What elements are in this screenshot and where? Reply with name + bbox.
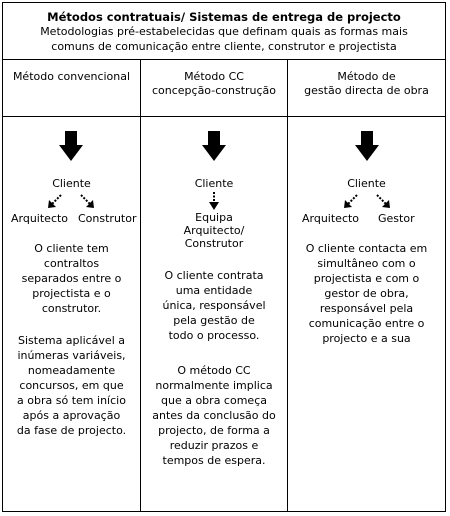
text-line: simultâneo com o (317, 257, 416, 270)
text-line: projecto e a sua (322, 332, 411, 345)
architect-label: Arquitecto (302, 212, 360, 225)
heading-line: Método de (337, 70, 396, 83)
client-label: Cliente (52, 177, 91, 190)
text-line: tempos de espera. (162, 454, 266, 467)
arrow-down-left-icon (344, 194, 358, 208)
column-conventional: Cliente Arquitecto Construtor O cliente … (3, 117, 141, 511)
heading-line: Método CC (184, 70, 244, 83)
text-line: a obra só tem início (17, 394, 126, 407)
text-line: Arquitecto/ (183, 224, 245, 237)
text-line: Equipa (195, 211, 233, 224)
heading-direct: Método de gestão directa de obra (288, 60, 445, 116)
architect-label: Arquitecto (11, 212, 69, 225)
text-line: uma entidade (175, 284, 253, 297)
heading-line: concepção-construção (151, 84, 277, 97)
text-line: construtor. (41, 302, 102, 315)
column-direct: Cliente Arquitecto Gestor O cliente cont… (288, 117, 445, 511)
text-line: responsável pela (319, 302, 414, 315)
text-line: todo o processo. (168, 329, 260, 342)
text-line: O cliente contacta em (305, 242, 428, 255)
subtitle-line-1: Metodologias pré-estabelecidas que defin… (40, 25, 408, 38)
arrow-down-right-icon (80, 194, 94, 208)
text-line: reduzir prazos e (169, 439, 259, 452)
manager-label: Gestor (378, 212, 415, 225)
arrow-down-right-icon (376, 194, 390, 208)
diagram-page: Métodos contratuais/ Sistemas de entrega… (2, 2, 446, 512)
text-line: Sistema aplicável a (18, 334, 125, 347)
paragraph: O método CC normalmente implica que a ob… (141, 363, 287, 468)
header: Métodos contratuais/ Sistemas de entrega… (3, 3, 445, 60)
flow-diagram: Cliente Equipa Arquitecto/ Construtor (141, 131, 287, 257)
heading-conventional: Método convencional (3, 60, 141, 116)
heading-line: gestão directa de obra (304, 84, 429, 97)
text-line: inúmeras variáveis, (17, 349, 126, 362)
text-line: normalmente implica (155, 379, 273, 392)
arrow-down-icon (209, 192, 219, 210)
text-line: única, responsável (162, 299, 266, 312)
subtitle-line-2: comuns de comunicação entre cliente, con… (51, 40, 397, 53)
text-line: Construtor (184, 237, 244, 250)
paragraph: O cliente tem contraltos separados entre… (3, 241, 140, 316)
paragraph: Sistema aplicável a inúmeras variáveis, … (3, 333, 140, 438)
paragraph: O cliente contrata uma entidade única, r… (141, 268, 287, 343)
text-line: antes da conclusão do (152, 409, 276, 422)
column-headings: Método convencional Método CC concepção-… (3, 60, 445, 117)
heading-line: Método convencional (12, 70, 131, 83)
arrow-down-left-icon (48, 194, 62, 208)
text-line: contraltos (43, 257, 100, 270)
text-line: gestor de obra, (324, 287, 409, 300)
text-line: projecto, de forma a (158, 424, 270, 437)
builder-label: Construtor (78, 212, 137, 225)
text-line: da fase de projecto. (16, 424, 127, 437)
team-label: Equipa Arquitecto/ Construtor (141, 211, 287, 250)
client-label: Cliente (347, 177, 386, 190)
arrow-down-icon (59, 131, 83, 161)
flow-diagram: Cliente Arquitecto Construtor (3, 131, 140, 257)
flow-diagram: Cliente Arquitecto Gestor (288, 131, 445, 257)
arrow-down-icon (202, 131, 226, 161)
arrow-down-icon (355, 131, 379, 161)
text-line: concursos, em que (19, 379, 124, 392)
text-line: O método CC (177, 364, 251, 377)
heading-cc: Método CC concepção-construção (141, 60, 288, 116)
text-line: separados entre o (21, 272, 122, 285)
client-label: Cliente (194, 177, 234, 190)
paragraph: O cliente contacta em simultâneo com o p… (288, 241, 445, 346)
text-line: que a obra começa (161, 394, 267, 407)
text-line: O cliente contrata (164, 269, 264, 282)
text-line: projectista e com o (313, 272, 420, 285)
text-line: pela gestão de (173, 314, 255, 327)
column-cc: Cliente Equipa Arquitecto/ Construtor O … (141, 117, 288, 511)
text-line: O cliente tem (34, 242, 109, 255)
text-line: projectista e o (32, 287, 111, 300)
text-line: comunicação entre o (308, 317, 425, 330)
text-line: nomeadamente (27, 364, 116, 377)
text-line: após a aprovação (22, 409, 121, 422)
column-bodies: Cliente Arquitecto Construtor O cliente … (3, 117, 445, 511)
page-title: Métodos contratuais/ Sistemas de entrega… (47, 10, 401, 24)
